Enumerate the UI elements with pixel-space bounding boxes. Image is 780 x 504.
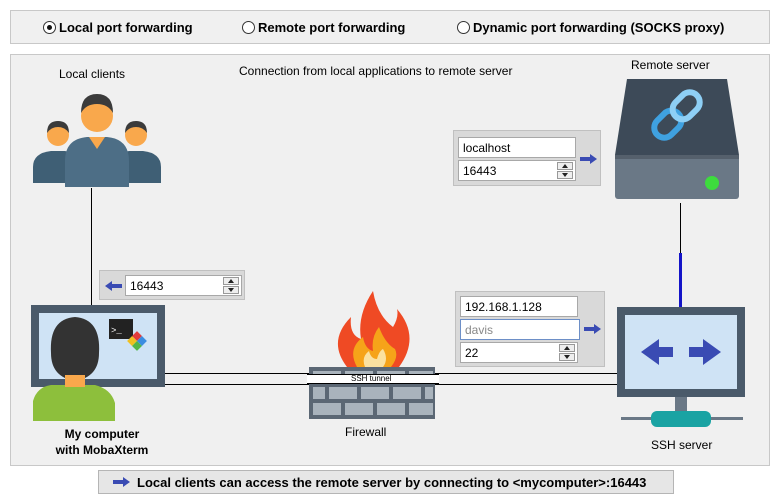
radio-label: Local port forwarding: [59, 20, 193, 35]
local-clients-label: Local clients: [59, 67, 126, 81]
clients-connector-line: [91, 188, 92, 306]
ssh-server-label: SSH server: [651, 438, 713, 452]
remote-destination-group: localhost 16443: [453, 130, 601, 186]
ssh-port-decrement-button[interactable]: [559, 353, 575, 361]
remote-host-value: localhost: [463, 141, 511, 155]
radio-local-port-forwarding[interactable]: Local port forwarding: [43, 20, 193, 35]
local-port-group: 16443: [99, 270, 245, 300]
local-port-stepper[interactable]: 16443: [125, 275, 242, 296]
radio-button[interactable]: [242, 21, 255, 34]
server-connector-line-black: [680, 203, 681, 253]
radio-label: Remote port forwarding: [258, 20, 406, 35]
remote-port-decrement-button[interactable]: [557, 171, 573, 179]
remote-port-stepper[interactable]: 16443: [458, 160, 576, 181]
forwarding-mode-bar: Local port forwarding Remote port forwar…: [10, 10, 770, 44]
ssh-server-host-value: 192.168.1.128: [465, 300, 542, 314]
ssh-tunnel-label: SSH tunnel: [351, 374, 392, 383]
ssh-tunnel-band: [307, 374, 439, 384]
firewall-icon: [309, 291, 435, 419]
remote-server-icon: [615, 79, 739, 199]
ssh-server-host-field[interactable]: 192.168.1.128: [460, 296, 578, 317]
connection-description: Connection from local applications to re…: [239, 64, 513, 78]
firewall-label: Firewall: [345, 425, 387, 439]
radio-dynamic-port-forwarding[interactable]: Dynamic port forwarding (SOCKS proxy): [457, 20, 724, 35]
server-connector-line-blue: [679, 253, 682, 307]
ssh-username-value: davis: [465, 323, 494, 337]
users-group-icon: [33, 94, 161, 187]
radio-button-checked[interactable]: [43, 21, 56, 34]
radio-label: Dynamic port forwarding (SOCKS proxy): [473, 20, 725, 35]
my-computer-label-line2: with MobaXterm: [55, 443, 149, 457]
local-port-increment-button[interactable]: [223, 277, 239, 285]
svg-text:>_: >_: [111, 326, 122, 336]
remote-port-value: 16443: [463, 164, 497, 178]
ssh-port-increment-button[interactable]: [559, 344, 575, 352]
arrow-left-icon: [105, 281, 122, 291]
arrow-right-icon: [584, 324, 601, 334]
local-port-decrement-button[interactable]: [223, 286, 239, 294]
summary-bar: Local clients can access the remote serv…: [98, 470, 674, 494]
ssh-server-settings-group: 192.168.1.128 davis 22: [455, 291, 605, 367]
remote-port-increment-button[interactable]: [557, 162, 573, 170]
arrow-right-icon: [580, 154, 597, 164]
my-computer-label-line1: My computer: [64, 427, 140, 441]
ssh-port-stepper[interactable]: 22: [460, 342, 578, 363]
summary-text: Local clients can access the remote serv…: [137, 474, 647, 490]
ssh-port-value: 22: [465, 346, 479, 360]
local-port-value: 16443: [130, 279, 164, 293]
radio-remote-port-forwarding[interactable]: Remote port forwarding: [242, 20, 405, 35]
radio-button[interactable]: [457, 21, 470, 34]
remote-server-label: Remote server: [631, 58, 710, 72]
ssh-server-icon: [617, 307, 745, 427]
forwarding-diagram-panel: Local clients Connection from local appl…: [10, 54, 770, 466]
arrow-right-icon: [113, 477, 130, 487]
remote-host-field[interactable]: localhost: [458, 137, 576, 158]
ssh-username-field[interactable]: davis: [460, 319, 580, 340]
my-computer-icon: >_: [31, 305, 165, 421]
